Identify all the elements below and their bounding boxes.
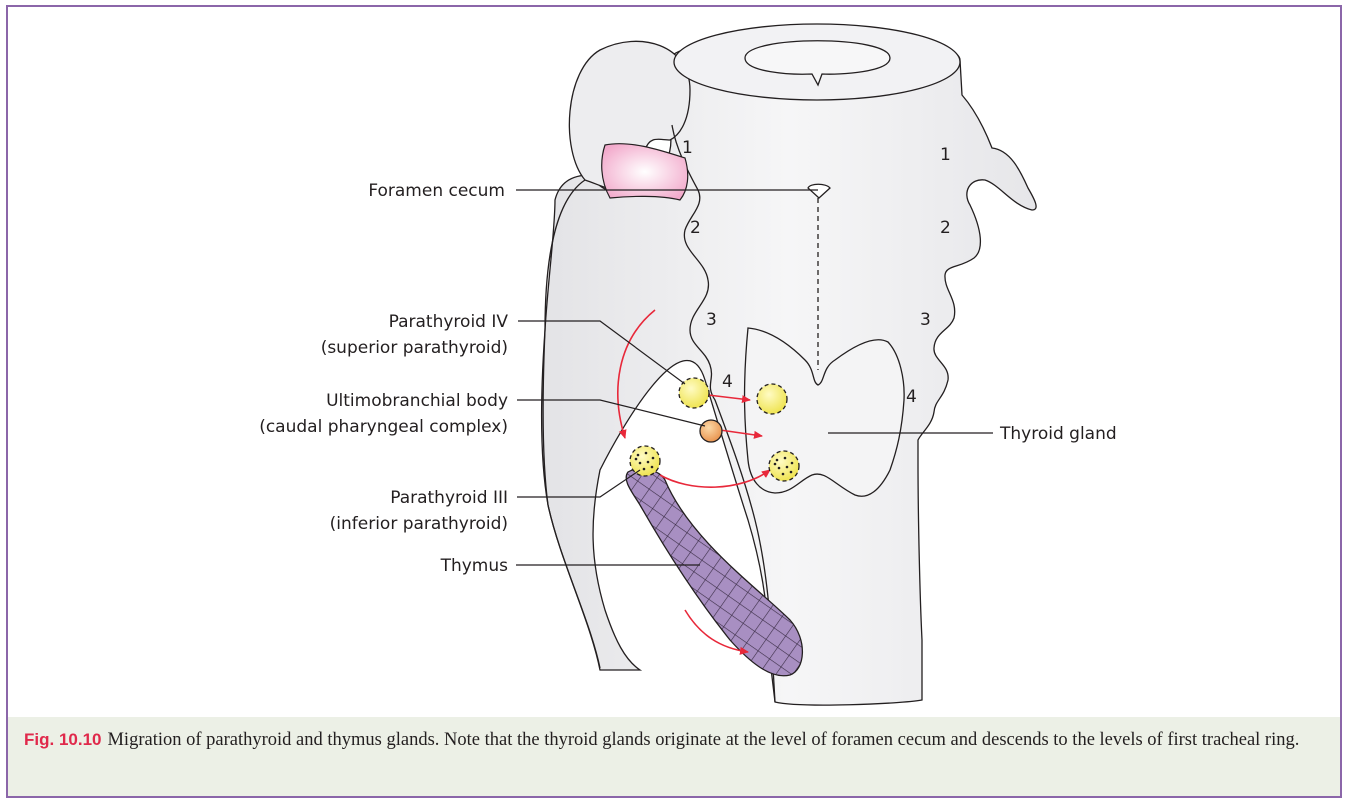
- label-parathyroid-iv-sub: (superior parathyroid): [321, 338, 508, 358]
- figure-caption-text: Migration of parathyroid and thymus glan…: [107, 730, 1299, 750]
- label-ultimobranchial: Ultimobranchial body: [326, 391, 508, 411]
- pouch-number-right-3: 3: [920, 310, 931, 330]
- label-ultimobranchial-sub: (caudal pharyngeal complex): [259, 417, 508, 437]
- label-parathyroid-iv: Parathyroid IV: [389, 312, 509, 332]
- parathyroid-iii-origin: [630, 446, 660, 476]
- pouch-number-left-2: 2: [690, 218, 701, 238]
- label-foramen-cecum: Foramen cecum: [368, 181, 505, 201]
- label-thymus: Thymus: [440, 556, 509, 576]
- ultimobranchial-body: [700, 420, 722, 442]
- label-parathyroid-iii-sub: (inferior parathyroid): [330, 514, 508, 534]
- pouch-number-right-2: 2: [940, 218, 951, 238]
- pouch-number-left-1: 1: [682, 138, 693, 158]
- parathyroid-iii-final: [769, 451, 799, 481]
- pouch-number-right-4: 4: [906, 387, 917, 407]
- label-parathyroid-iii: Parathyroid III: [390, 488, 508, 508]
- label-thyroid-gland: Thyroid gland: [999, 424, 1117, 444]
- figure-caption: Fig. 10.10 Migration of parathyroid and t…: [8, 717, 1340, 796]
- figure-number: Fig. 10.10: [24, 730, 101, 749]
- pouch-number-left-4: 4: [722, 372, 733, 392]
- pouch-number-left-3: 3: [706, 310, 717, 330]
- parathyroid-iv-final: [757, 384, 787, 414]
- pouch-number-right-1: 1: [940, 145, 951, 165]
